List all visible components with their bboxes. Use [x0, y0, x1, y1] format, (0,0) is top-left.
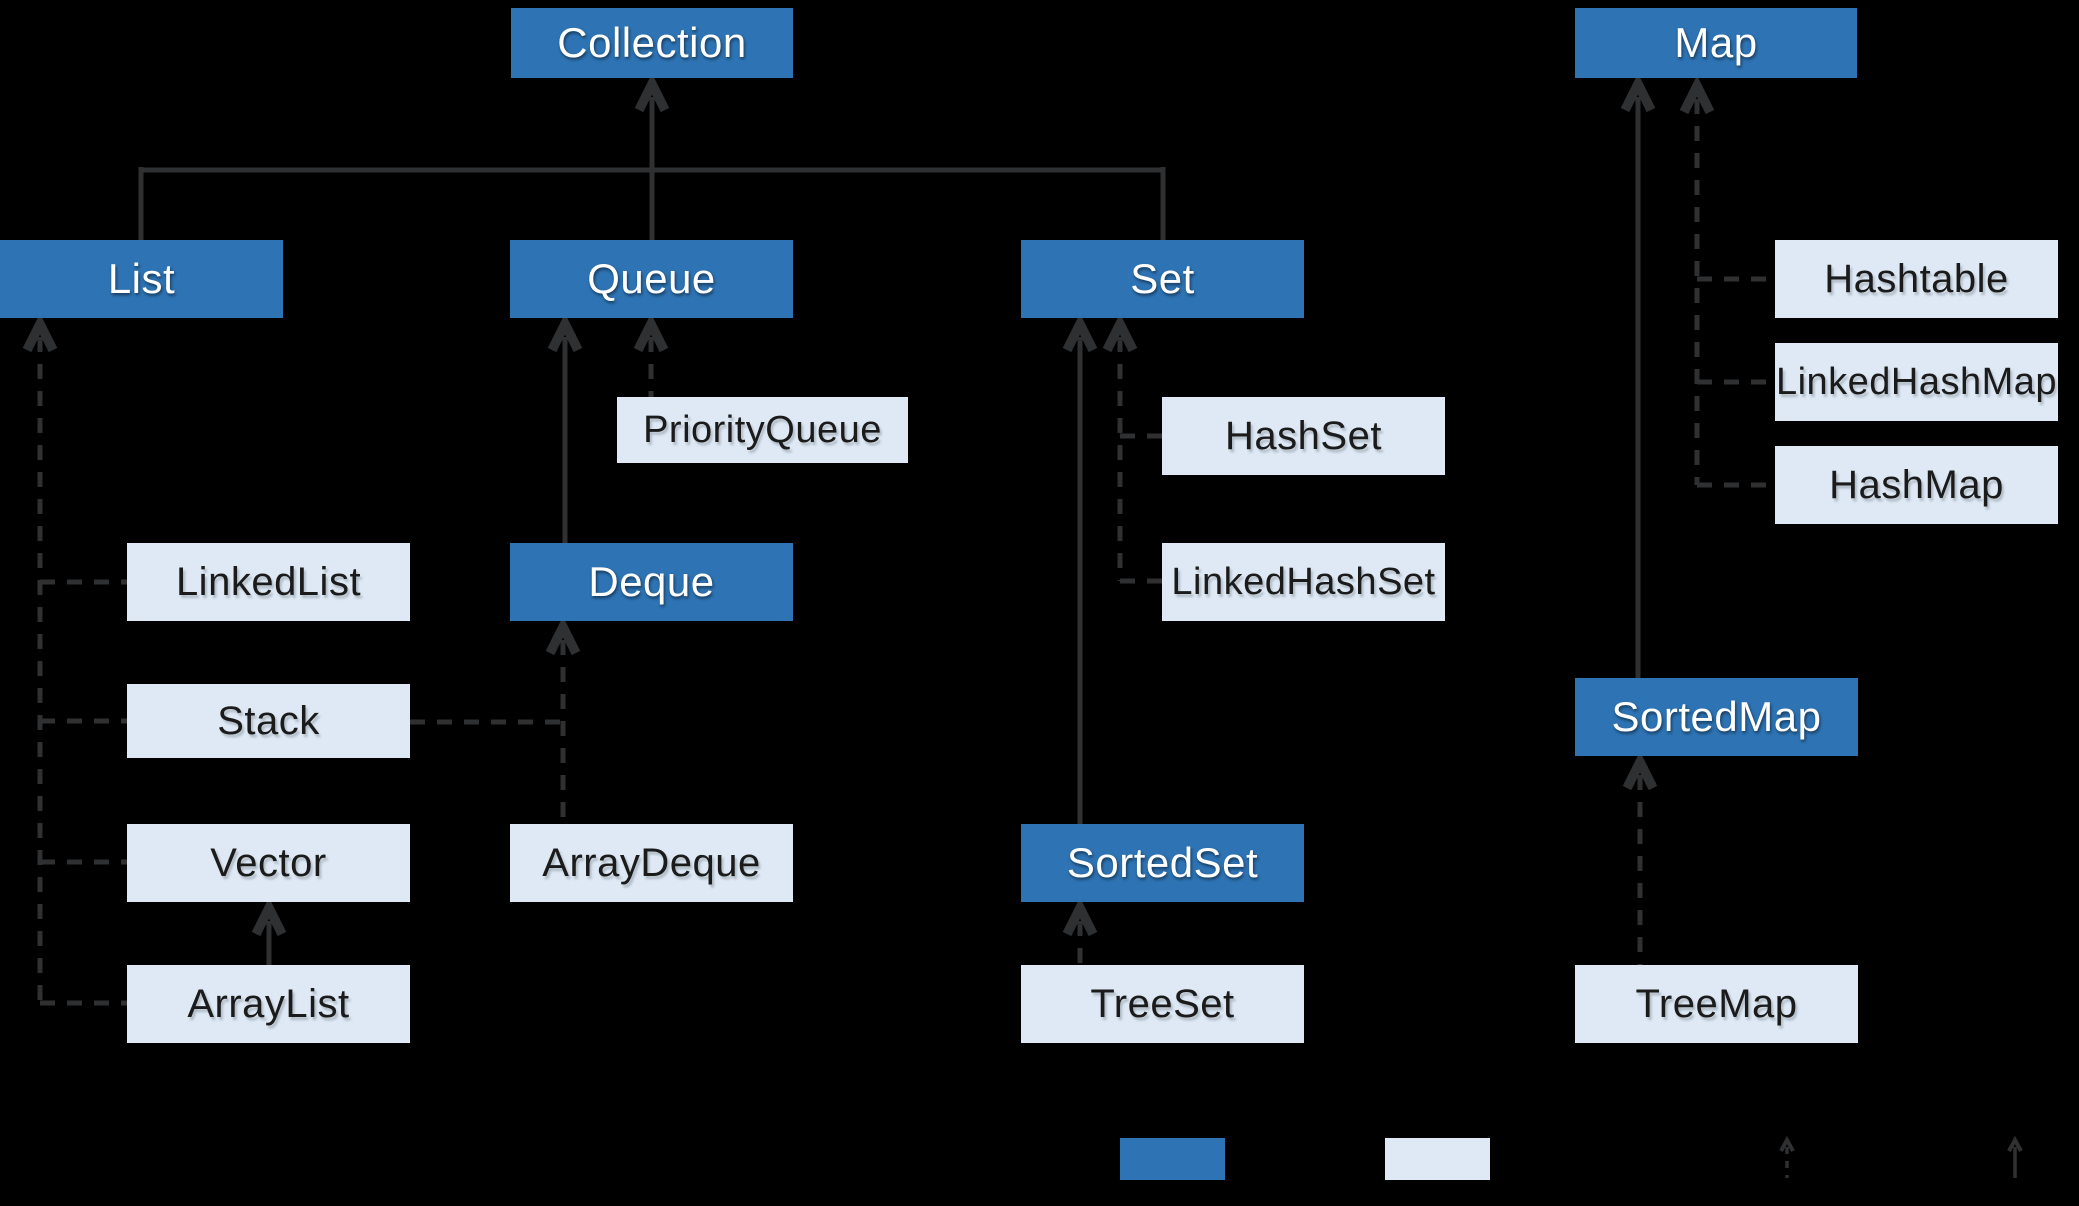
edge-sortedmap-map	[1620, 73, 1656, 678]
node-vector: Vector	[127, 824, 410, 902]
arrowhead-icon	[22, 313, 58, 353]
node-stack: Stack	[127, 684, 410, 758]
node-map: Map	[1575, 8, 1857, 78]
node-hashset: HashSet	[1162, 397, 1445, 475]
legend-class-swatch	[1385, 1138, 1490, 1180]
node-linkedhashmap: LinkedHashMap	[1775, 343, 2058, 421]
node-list: List	[0, 240, 283, 318]
node-treeset: TreeSet	[1021, 965, 1304, 1043]
node-deque: Deque	[510, 543, 793, 621]
edge-set-impl-stem	[1102, 313, 1138, 581]
arrowhead-icon	[1620, 73, 1656, 113]
node-collection: Collection	[511, 8, 793, 78]
arrowhead-icon	[1062, 313, 1098, 353]
arrowhead-icon	[545, 616, 581, 656]
arrowhead-icon	[1102, 313, 1138, 353]
arrowhead-icon	[2007, 1135, 2023, 1152]
arrowhead-icon	[251, 897, 287, 937]
node-set: Set	[1021, 240, 1304, 318]
legend-interface-swatch	[1120, 1138, 1225, 1180]
arrowhead-icon	[1679, 75, 1715, 115]
edge-arraydeque-deque	[545, 616, 581, 824]
edge-priorityqueue-queue	[633, 313, 669, 397]
edge-arraylist-vector	[251, 897, 287, 965]
node-treemap: TreeMap	[1575, 965, 1858, 1043]
arrowhead-icon	[547, 313, 583, 353]
node-linkedlist: LinkedList	[127, 543, 410, 621]
node-sortedmap: SortedMap	[1575, 678, 1858, 756]
node-arraydeque: ArrayDeque	[510, 824, 793, 902]
edge-list-impl-stem	[22, 313, 58, 1003]
arrowhead-icon	[1062, 897, 1098, 937]
edge-map-impl-stem	[1679, 75, 1715, 485]
edge-deque-queue	[547, 313, 583, 543]
arrowhead-icon	[634, 73, 670, 113]
node-hashmap: HashMap	[1775, 446, 2058, 524]
edge-collection-stem	[634, 73, 670, 240]
node-sortedset: SortedSet	[1021, 824, 1304, 902]
node-linkedhashset: LinkedHashSet	[1162, 543, 1445, 621]
edge-sortedset-set	[1062, 313, 1098, 824]
edge-legend-dashed-arrow	[1779, 1135, 1795, 1178]
edge-legend-solid-arrow	[2007, 1135, 2023, 1178]
arrowhead-icon	[633, 313, 669, 353]
arrowhead-icon	[1622, 751, 1658, 791]
node-queue: Queue	[510, 240, 793, 318]
arrowhead-icon	[1779, 1135, 1795, 1152]
node-priorityqueue: PriorityQueue	[617, 397, 908, 463]
node-arraylist: ArrayList	[127, 965, 410, 1043]
edge-treeset-sortedset	[1062, 897, 1098, 965]
edge-treemap-sortedmap	[1622, 751, 1658, 965]
node-hashtable: Hashtable	[1775, 240, 2058, 318]
